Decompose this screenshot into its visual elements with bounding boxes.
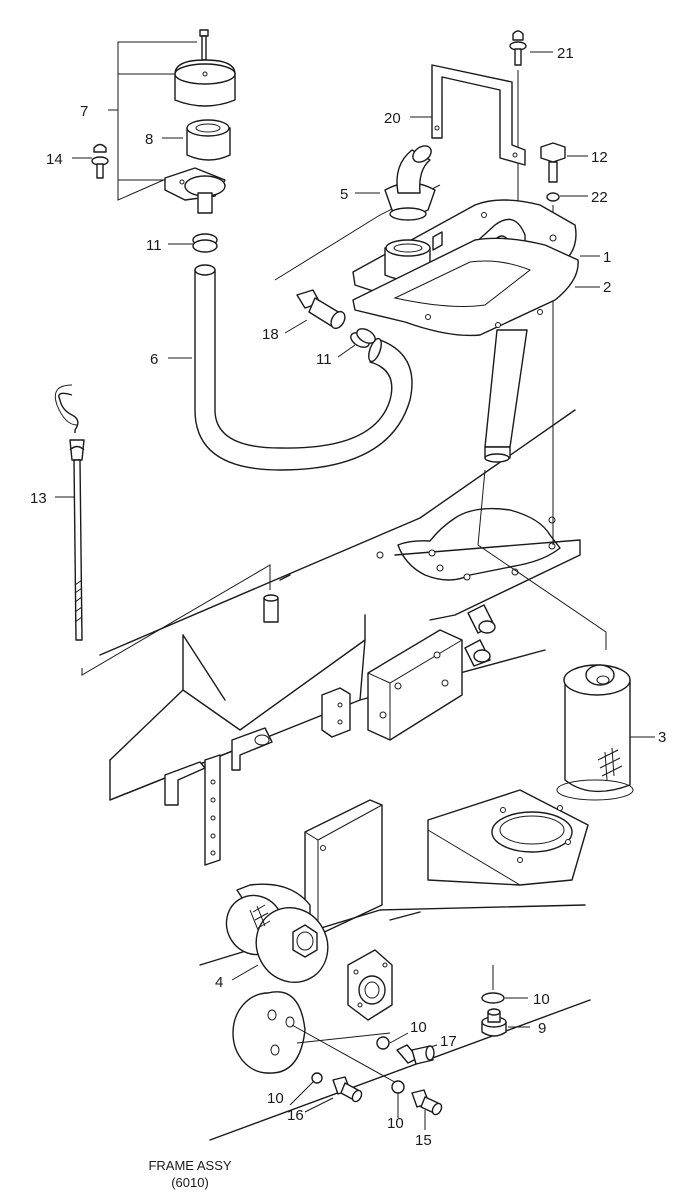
- label-part-13: 13: [30, 490, 47, 507]
- part-12-bolt: [540, 142, 566, 183]
- label-part-14: 14: [46, 151, 63, 168]
- label-part-10d: 10: [387, 1115, 404, 1132]
- label-part-5: 5: [340, 186, 348, 203]
- caption-title: FRAME ASSY: [148, 1158, 231, 1173]
- caption-code: (6010): [171, 1175, 209, 1190]
- part-11-clamp-upper: [192, 233, 218, 253]
- label-part-7: 7: [80, 103, 88, 120]
- label-part-9: 9: [538, 1020, 546, 1037]
- label-part-6: 6: [150, 351, 158, 368]
- part-17-fitting: [396, 1044, 435, 1065]
- part-15-fitting: [411, 1089, 443, 1116]
- part-20-bracket: [431, 64, 526, 166]
- label-part-11-upper: 11: [146, 237, 162, 254]
- label-part-17: 17: [440, 1033, 457, 1050]
- label-part-16: 16: [287, 1107, 304, 1124]
- part-21-bolt: [509, 30, 527, 66]
- part-10-orings: [311, 992, 505, 1094]
- label-part-10a: 10: [533, 991, 550, 1008]
- part-2-gasket: [352, 237, 579, 337]
- part-13-dipstick: [54, 384, 85, 641]
- part-6-hose: [194, 264, 413, 471]
- part-14-bolt: [91, 143, 109, 179]
- label-part-4: 4: [215, 974, 223, 991]
- part-8-sleeve: [186, 119, 231, 161]
- label-part-1: 1: [603, 249, 611, 266]
- filler-neck-tube: [484, 329, 528, 463]
- part-22-oring: [546, 192, 560, 202]
- part-4-spin-filter: [225, 883, 393, 1021]
- part-11-clamp-lower: [350, 328, 376, 348]
- label-part-3: 3: [658, 729, 666, 746]
- part-7-cap-assembly: [164, 29, 236, 214]
- label-part-8: 8: [145, 131, 153, 148]
- label-part-10b: 10: [410, 1019, 427, 1036]
- part-9-drain-plug: [481, 1008, 507, 1037]
- part-16-fitting: [332, 1076, 363, 1103]
- label-part-10c: 10: [267, 1090, 284, 1107]
- label-part-20: 20: [384, 110, 401, 127]
- part-number-labels: 1 2 3 4 5 6 7 8 9 10 10 10 10 11 11 12 1…: [30, 45, 666, 1149]
- part-3-filter-element: [556, 664, 634, 801]
- caption: FRAME ASSY (6010): [148, 1158, 231, 1190]
- label-part-2: 2: [603, 279, 611, 296]
- frame-assembly: [99, 409, 591, 1141]
- label-part-15: 15: [415, 1132, 432, 1149]
- label-part-11-lower: 11: [316, 351, 332, 368]
- part-18-fitting: [296, 289, 346, 330]
- label-part-21: 21: [557, 45, 574, 62]
- label-part-18: 18: [262, 326, 279, 343]
- label-part-22: 22: [591, 189, 608, 206]
- label-part-12: 12: [591, 149, 608, 166]
- part-5-elbow: [384, 145, 436, 221]
